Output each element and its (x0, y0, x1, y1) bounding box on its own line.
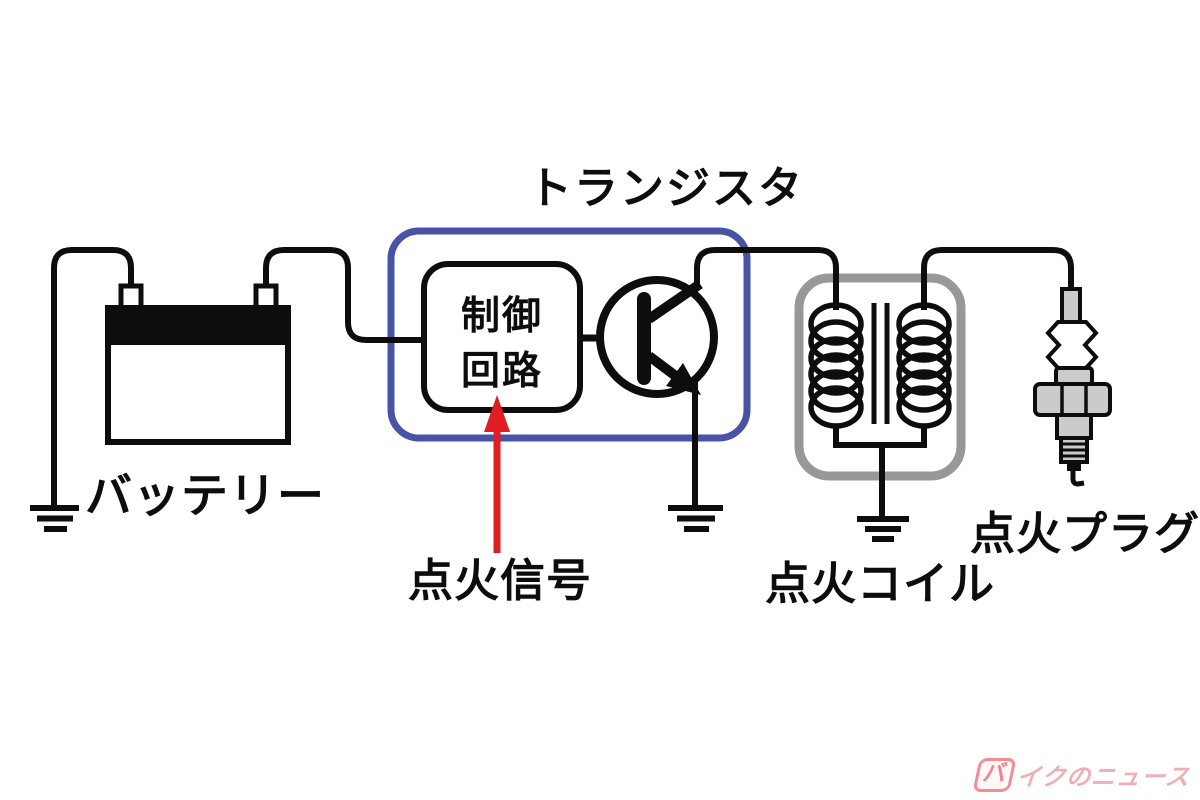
spark-plug-lower-collar (1055, 413, 1093, 440)
ignition-coil (808, 302, 952, 429)
coil-core-lines (871, 303, 890, 424)
spark-plug-side-electrode (1070, 470, 1085, 487)
battery-negative-wire (51, 247, 134, 506)
signal-arrow-head (484, 395, 510, 432)
collector-wire (694, 247, 839, 310)
spark-plug-upper-collar (1054, 366, 1094, 386)
ground-symbol-battery (30, 505, 79, 532)
battery-top-band (105, 305, 291, 345)
wires (51, 247, 1074, 517)
battery (105, 283, 291, 445)
battery-positive-wire (263, 247, 424, 343)
spark-plug (1033, 287, 1112, 487)
transistor-collector-line (646, 279, 703, 324)
ignition-signal-arrow (484, 395, 510, 553)
coil-to-plug-wire (921, 247, 1074, 310)
control-circuit-label-line1: 制御 (461, 294, 543, 339)
coil-primary-winding (808, 302, 864, 429)
spark-plug-terminal-stud (1060, 287, 1082, 325)
battery-label: バッテリー (85, 469, 325, 524)
spark-plug-threads (1061, 442, 1087, 458)
transistor-emitter-arrowhead (666, 363, 701, 395)
ground-symbol-coil (857, 516, 909, 542)
ignition-signal-label: 点火信号 (408, 554, 592, 607)
transistor-title-label: トランジスタ (528, 163, 804, 214)
spark-plug-hex-nut (1033, 382, 1112, 417)
transistor-circle (596, 276, 718, 398)
transistor-unit-box (387, 227, 751, 442)
spark-plug-label: 点火プラグ (970, 507, 1200, 560)
spark-plug-center-electrode (1067, 461, 1081, 471)
ignition-coil-label: 点火コイル (765, 557, 995, 610)
coil-secondary-winding (896, 302, 952, 429)
spark-plug-insulator (1045, 320, 1099, 370)
control-circuit-label-line2: 回路 (461, 349, 543, 394)
ground-symbol-transistor (668, 505, 723, 532)
transistor-symbol (596, 276, 718, 398)
